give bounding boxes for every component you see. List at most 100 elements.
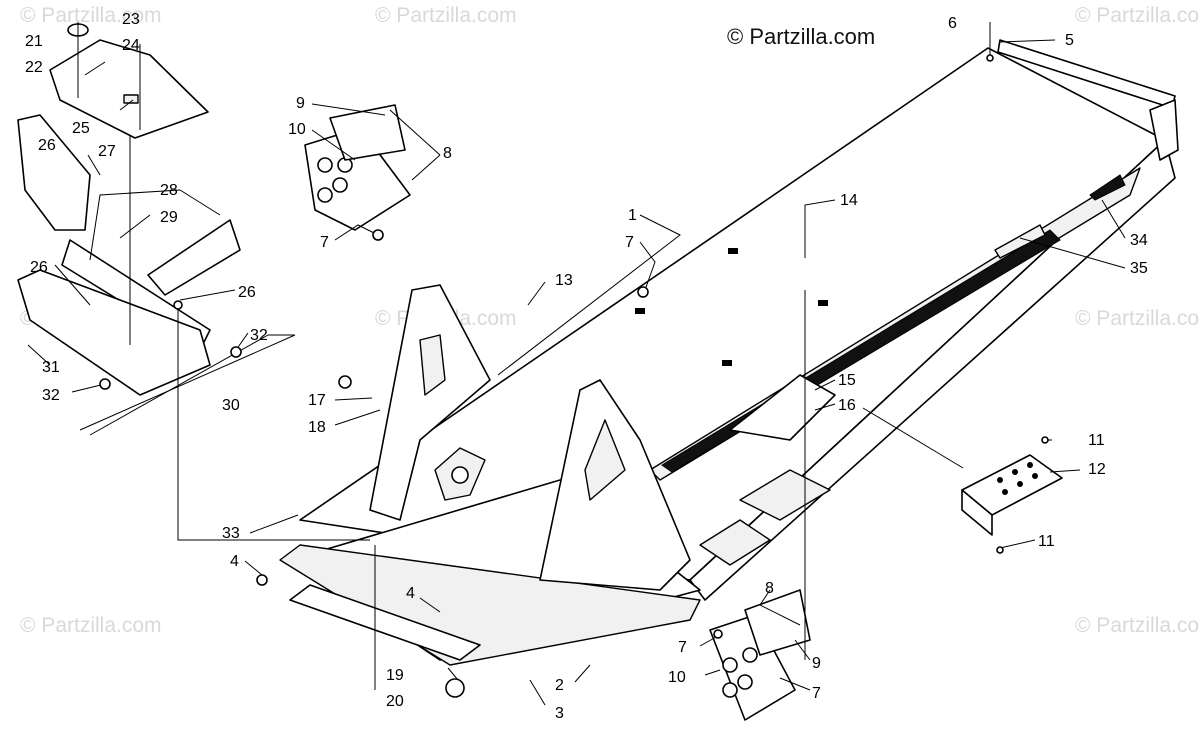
- leader-line: [1049, 469, 1081, 473]
- callout-26: 26: [238, 284, 256, 301]
- footrest-hole: [722, 682, 738, 698]
- callout-31: 31: [42, 359, 60, 376]
- leader-line: [54, 264, 91, 306]
- leader-line: [389, 109, 441, 156]
- callout-28: 28: [160, 182, 178, 199]
- leader-line: [179, 189, 221, 216]
- leader-line: [334, 397, 373, 401]
- footrest-hole: [317, 187, 333, 203]
- footrest-upper: [304, 104, 411, 231]
- front-cover: [49, 39, 209, 139]
- callout-4: 4: [230, 553, 239, 570]
- callout-9: 9: [296, 95, 305, 112]
- callout-6: 6: [948, 15, 957, 32]
- watermark: © Partzilla.com: [1075, 307, 1200, 330]
- front-lip: [279, 544, 701, 666]
- nut: [338, 375, 352, 389]
- vent-slot: [818, 300, 828, 306]
- rear-bumper-end: [1149, 99, 1179, 161]
- callout-2: 2: [555, 677, 564, 694]
- callout-4: 4: [406, 585, 415, 602]
- leader-line: [249, 514, 299, 534]
- leader-line: [179, 289, 236, 301]
- step-hole: [1027, 462, 1033, 468]
- leader-line: [704, 669, 721, 676]
- leader-line: [334, 224, 379, 241]
- tunnel-vent: [994, 224, 1046, 259]
- callout-20: 20: [386, 693, 404, 710]
- mount-bracket: [147, 219, 241, 296]
- footrest-hole: [742, 647, 758, 663]
- callout-30: 30: [222, 397, 240, 414]
- leader-line: [804, 199, 836, 258]
- step-hole: [1012, 469, 1018, 475]
- leader-line: [447, 667, 459, 681]
- callout-7: 7: [812, 685, 821, 702]
- washer: [230, 346, 242, 358]
- vent-slot: [722, 360, 732, 366]
- leader-line: [311, 103, 386, 116]
- watermark: © Partzilla.com: [375, 4, 517, 27]
- step-hole: [997, 477, 1003, 483]
- callout-8: 8: [443, 145, 452, 162]
- callout-26: 26: [38, 137, 56, 154]
- washer: [99, 378, 111, 390]
- right-upright-cutout: [584, 419, 626, 501]
- step-hole: [1002, 489, 1008, 495]
- leader-line: [334, 409, 381, 426]
- callout-32: 32: [42, 387, 60, 404]
- footrest-lower: [709, 589, 811, 721]
- leader-line: [1101, 199, 1126, 239]
- side-bracket: [17, 114, 91, 231]
- callout-33: 33: [222, 525, 240, 542]
- watermark: © Partzilla.com: [20, 4, 162, 27]
- callout-7: 7: [320, 234, 329, 251]
- callout-32: 32: [250, 327, 268, 344]
- nut: [637, 286, 649, 298]
- footrest-bracket: [744, 589, 811, 656]
- callout-12: 12: [1088, 461, 1106, 478]
- nut: [256, 574, 268, 586]
- rivet: [996, 546, 1004, 554]
- watermark: © Partzilla.com: [20, 614, 162, 637]
- footrest-hole: [332, 177, 348, 193]
- callout-14: 14: [840, 192, 858, 209]
- leader-line: [89, 189, 181, 261]
- copyright-notice: © Partzilla.com: [727, 24, 875, 49]
- leader-line: [497, 214, 681, 376]
- leader-line: [527, 281, 546, 306]
- bumper-plate: [17, 269, 211, 396]
- leader-line: [639, 241, 656, 291]
- callout-13: 13: [555, 272, 573, 289]
- leader-line: [759, 589, 801, 626]
- leader-line: [529, 679, 546, 706]
- callout-24: 24: [122, 37, 140, 54]
- leader-line: [814, 379, 836, 391]
- footrest-hole: [722, 657, 738, 673]
- nut: [372, 229, 384, 241]
- nut: [713, 629, 723, 639]
- leader-lines: [27, 22, 1126, 706]
- rivet: [986, 54, 994, 62]
- step-hole: [1032, 473, 1038, 479]
- heel-pad: [699, 519, 771, 566]
- vent-slot: [635, 308, 645, 314]
- callout-1: 1: [628, 207, 637, 224]
- tunnel-assembly: [279, 39, 1179, 666]
- leader-line: [244, 560, 263, 576]
- leader-line: [177, 305, 370, 541]
- leader-line: [419, 597, 441, 613]
- footrest-hole: [737, 674, 753, 690]
- callout-8: 8: [765, 580, 774, 597]
- footrest-hole: [317, 157, 333, 173]
- leader-line: [794, 639, 811, 661]
- callout-22: 22: [25, 59, 43, 76]
- leader-line: [814, 403, 836, 411]
- rivet: [1041, 436, 1049, 444]
- callout-16: 16: [838, 397, 856, 414]
- callout-27: 27: [98, 143, 116, 160]
- watermark: © Partzilla.com: [1075, 614, 1200, 637]
- callout-11: 11: [1038, 533, 1055, 550]
